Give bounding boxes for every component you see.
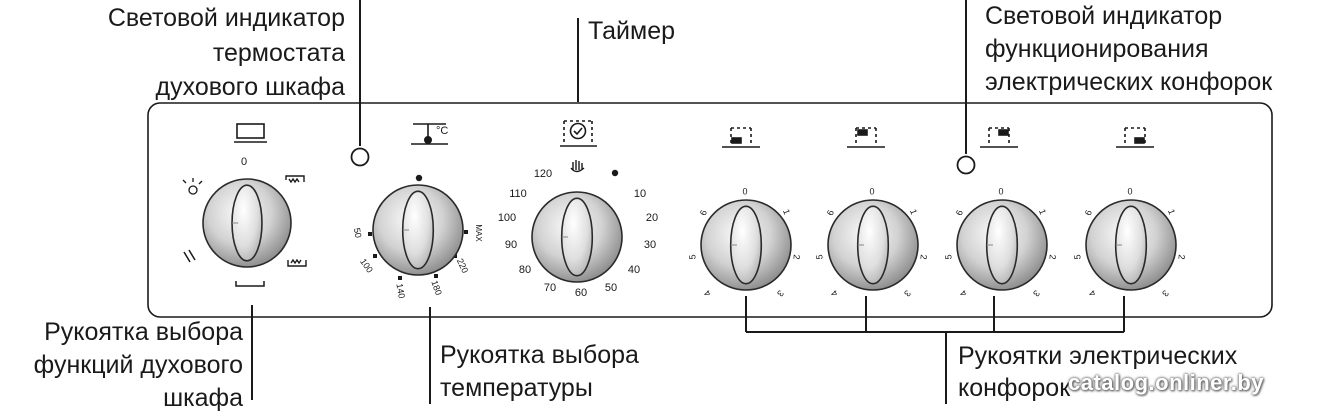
timer-mark-100: 100 bbox=[498, 212, 516, 224]
hob-1-mark-5: 5 bbox=[687, 254, 697, 260]
thermostat-tick-50 bbox=[368, 232, 372, 236]
hob-4-mark-4: 4 bbox=[1087, 288, 1098, 298]
function-knob-label-2: функций духового bbox=[33, 351, 243, 379]
timer-mark-10: 10 bbox=[634, 188, 646, 200]
hob-lamp-label-3: электрических конфорок bbox=[985, 68, 1273, 96]
thermostat-mark-140: 140 bbox=[394, 283, 406, 300]
lower-element-symbol-icon bbox=[235, 281, 265, 287]
oven-function-knob[interactable] bbox=[202, 178, 292, 268]
timer-mark-30: 30 bbox=[644, 239, 656, 251]
hob-3-mark-6: 6 bbox=[954, 209, 965, 217]
hob-3-mark-1: 1 bbox=[1037, 208, 1048, 216]
timer-mark-20: 20 bbox=[646, 212, 658, 224]
hob-knobs-label-2: конфорок bbox=[958, 374, 1071, 402]
thermostat-tick-100 bbox=[373, 254, 377, 258]
function-zero-label: 0 bbox=[241, 156, 247, 168]
hob-4-mark-5: 5 bbox=[1072, 254, 1082, 260]
hob-2-mark-3: 3 bbox=[902, 288, 913, 298]
hob-3-mark-4: 4 bbox=[958, 288, 969, 298]
timer-label: Таймер bbox=[588, 17, 676, 45]
timer-mark-90: 90 bbox=[505, 239, 517, 251]
hob-2-mark-5: 5 bbox=[814, 254, 824, 260]
thermostat-unit-label: °C bbox=[436, 125, 448, 137]
hob-4-mark-3: 3 bbox=[1160, 288, 1171, 298]
hob-1-mark-3: 3 bbox=[775, 288, 786, 298]
hob-knob-4[interactable] bbox=[1085, 199, 1177, 291]
hob-3-mark-5: 5 bbox=[943, 254, 953, 260]
hob-2-mark-4: 4 bbox=[829, 288, 840, 298]
hob-4-mark-2: 2 bbox=[1176, 254, 1186, 260]
hob-4-mark-0: 0 bbox=[1127, 186, 1132, 196]
hob-1-mark-4: 4 bbox=[702, 288, 713, 298]
timer-mark-70: 70 bbox=[544, 282, 556, 294]
hob-4-mark-6: 6 bbox=[1083, 209, 1094, 217]
hob-lamp-label-1: Световой индикатор bbox=[985, 2, 1223, 30]
lamp-symbol-icon bbox=[182, 178, 203, 195]
timer-mark-80: 80 bbox=[519, 264, 531, 276]
hob-zone-icon-2 bbox=[847, 127, 885, 148]
top-heat-symbol-icon bbox=[285, 175, 305, 184]
manual-hand-icon bbox=[570, 160, 585, 173]
oven-thermostat-lamp bbox=[350, 147, 370, 167]
oven-function-icon bbox=[234, 123, 267, 143]
oven-lamp-label-3: духового шкафа bbox=[155, 73, 345, 101]
hob-zone-icon-1 bbox=[722, 127, 760, 148]
hob-zone-icon-3 bbox=[980, 127, 1018, 148]
hob-4-mark-1: 1 bbox=[1166, 208, 1177, 216]
hob-3-mark-0: 0 bbox=[998, 186, 1003, 196]
function-knob-label-3: шкафа bbox=[163, 384, 243, 412]
hob-1-mark-0: 0 bbox=[742, 186, 747, 196]
timer-mark-40: 40 bbox=[628, 264, 640, 276]
hob-1-mark-6: 6 bbox=[698, 209, 709, 217]
hob-1-mark-1: 1 bbox=[781, 208, 792, 216]
timer-stop-dot bbox=[611, 169, 619, 177]
thermostat-off-dot bbox=[415, 174, 423, 182]
temp-knob-label-2: температуры bbox=[440, 374, 593, 402]
timer-mark-60: 60 bbox=[575, 287, 587, 299]
watermark: catalog.onliner.by bbox=[1068, 370, 1265, 395]
timer-mark-50: 50 bbox=[605, 282, 617, 294]
hob-knobs-label-1: Рукоятки электрических bbox=[958, 342, 1238, 370]
thermostat-mark-180: 180 bbox=[429, 279, 444, 297]
temp-knob-label-1: Рукоятка выбора bbox=[440, 341, 639, 369]
hob-3-mark-2: 2 bbox=[1047, 254, 1057, 260]
thermostat-tick-180 bbox=[434, 274, 438, 278]
thermostat-tick-max bbox=[464, 230, 468, 234]
hob-1-mark-2: 2 bbox=[791, 254, 801, 260]
thermometer-icon bbox=[411, 123, 448, 145]
thermostat-mark-max: MAX bbox=[474, 224, 483, 242]
hob-2-mark-0: 0 bbox=[869, 186, 874, 196]
thermostat-knob[interactable] bbox=[372, 184, 464, 276]
thermostat-tick-140 bbox=[398, 276, 402, 280]
thermostat-mark-50: 50 bbox=[352, 227, 364, 239]
hob-knob-3[interactable] bbox=[956, 199, 1048, 291]
hob-knob-2[interactable] bbox=[827, 199, 919, 291]
hob-2-mark-2: 2 bbox=[918, 254, 928, 260]
bottom-heat-symbol-icon bbox=[287, 258, 307, 267]
defrost-symbol-icon bbox=[183, 249, 196, 263]
hob-operation-lamp bbox=[956, 155, 976, 175]
oven-lamp-label-1: Световой индикатор bbox=[107, 4, 345, 32]
timer-mark-120: 120 bbox=[534, 168, 552, 180]
timer-icon bbox=[560, 120, 597, 147]
timer-knob[interactable] bbox=[531, 191, 623, 283]
hob-2-mark-6: 6 bbox=[825, 209, 836, 217]
hob-lamp-label-2: функционирования bbox=[985, 35, 1209, 63]
hob-3-mark-3: 3 bbox=[1031, 288, 1042, 298]
hob-zone-icon-4 bbox=[1116, 127, 1154, 148]
hob-2-mark-1: 1 bbox=[908, 208, 919, 216]
hob-knob-1[interactable] bbox=[700, 199, 792, 291]
oven-lamp-label-2: термостата bbox=[212, 39, 345, 67]
timer-mark-110: 110 bbox=[509, 188, 527, 200]
function-knob-label-1: Рукоятка выбора bbox=[44, 318, 243, 346]
